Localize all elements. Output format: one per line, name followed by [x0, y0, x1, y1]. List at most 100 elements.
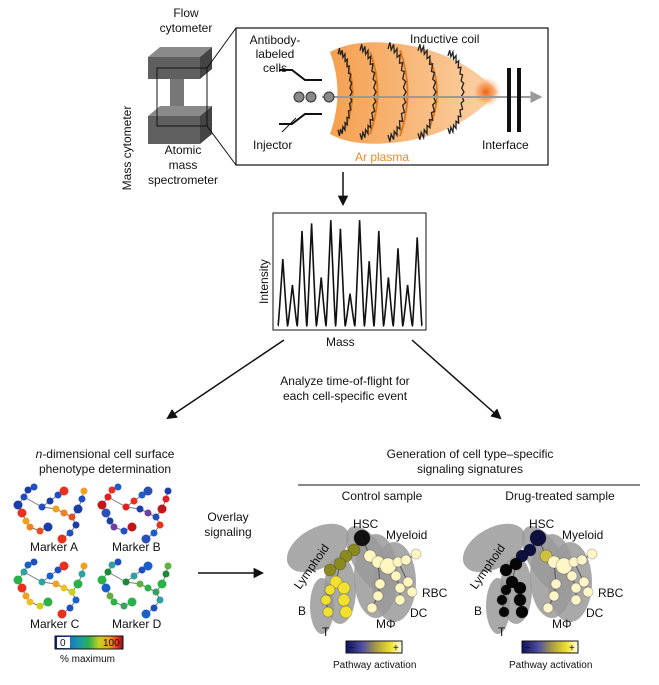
tree-node	[72, 596, 80, 604]
tree-node	[162, 495, 170, 503]
tree-node	[143, 561, 153, 571]
pathway-label-control: Pathway activation	[333, 660, 416, 671]
coil-turn	[417, 43, 437, 141]
marker-d-tree	[97, 558, 172, 619]
tree-node	[57, 534, 67, 544]
analyze-line-2: each cell-specific event	[283, 389, 408, 403]
tree-node	[101, 583, 111, 593]
ctrl-b-label: B	[298, 604, 306, 618]
tree-node	[30, 483, 38, 491]
tree-node	[394, 582, 406, 594]
drug-myeloid-label: Myeloid	[562, 528, 603, 542]
pathway-plus-control: +	[393, 643, 399, 654]
tree-node	[498, 606, 510, 618]
spectrum-plot: Intensity Mass	[257, 212, 427, 349]
tree-node	[78, 495, 86, 503]
tree-node	[122, 578, 130, 586]
tree-node	[38, 503, 46, 511]
tree-node	[150, 604, 158, 612]
ctrl-myeloid-label: Myeloid	[386, 528, 427, 542]
tree-node	[499, 563, 513, 577]
tree-node	[60, 509, 68, 517]
tree-node	[106, 517, 114, 525]
ctrl-dc-label: DC	[410, 606, 428, 620]
mass-spectrometer-block	[148, 106, 212, 144]
tree-node	[156, 596, 164, 604]
tree-node	[59, 561, 69, 571]
tree-node	[337, 593, 351, 607]
tree-node	[36, 527, 44, 535]
tree-node	[78, 570, 86, 578]
tree-node	[136, 580, 144, 588]
tree-node	[374, 578, 386, 590]
ams-line-2: mass	[169, 158, 198, 172]
tree-node	[529, 529, 547, 547]
tree-node	[144, 509, 152, 517]
title-italic-n: n	[36, 447, 43, 461]
tree-node	[138, 566, 146, 574]
ab-line-3: cells	[263, 61, 287, 75]
tree-node	[578, 576, 590, 588]
tree-node	[324, 584, 336, 596]
tree-node	[576, 554, 588, 566]
ar-plasma-label: Ar plasma	[355, 150, 409, 164]
injector	[279, 69, 322, 133]
tree-node	[52, 505, 60, 513]
drug-tree	[462, 523, 598, 634]
overlay-line-2: signaling	[204, 525, 251, 539]
tree-node	[110, 523, 118, 531]
tree-node	[144, 584, 152, 592]
tree-node	[496, 594, 508, 606]
tree-node	[110, 598, 118, 606]
tree-node	[59, 486, 69, 496]
tree-node	[106, 592, 114, 600]
interface-label: Interface	[482, 138, 529, 152]
tree-node	[333, 557, 347, 571]
marker-b-tree	[97, 483, 172, 544]
tree-node	[24, 486, 32, 494]
pathway-plus-drug: +	[569, 643, 575, 654]
drug-t-label: T	[498, 625, 506, 639]
tree-node	[13, 500, 23, 510]
signaling-title-1: Generation of cell type–specific	[387, 447, 554, 461]
tree-node	[66, 604, 74, 612]
phenotype-title-2: phenotype determination	[39, 462, 171, 476]
tree-node	[570, 582, 582, 594]
mass-axis-label: Mass	[326, 335, 355, 349]
tree-node	[46, 572, 54, 580]
marker-b-label: Marker B	[112, 540, 161, 554]
tree-node	[26, 598, 34, 606]
coil-turn	[337, 48, 353, 136]
tree-node	[339, 605, 353, 619]
tree-node	[136, 505, 144, 513]
tree-node	[127, 597, 137, 607]
coil-turn	[359, 44, 377, 140]
tree-node	[104, 493, 112, 501]
tree-node	[20, 493, 28, 501]
marker-c-label: Marker C	[30, 617, 80, 631]
mass-cytometer-label: Mass cytometer	[120, 106, 134, 191]
tree-node	[570, 594, 582, 606]
ams-line-3: spectrometer	[148, 173, 218, 187]
coil-turn	[387, 42, 407, 142]
tree-node	[30, 558, 38, 566]
ab-line-1: Antibody-	[250, 33, 301, 47]
drug-mphi-label: MΦ	[552, 617, 572, 631]
title-rest: -dimensional cell surface	[42, 447, 174, 461]
zoom-line-top	[206, 27, 237, 69]
tree-node	[157, 579, 167, 589]
flow-cytometer-block	[148, 47, 212, 79]
tree-node	[108, 561, 116, 569]
tree-node	[410, 548, 422, 560]
drug-dc-label: DC	[586, 606, 604, 620]
signaling-panel: Generation of cell type–specific signali…	[286, 447, 640, 671]
signaling-title-2: signaling signatures	[417, 462, 523, 476]
tree-node	[80, 487, 88, 495]
interface-plates	[507, 68, 521, 132]
ctrl-mphi-label: MΦ	[376, 617, 396, 631]
